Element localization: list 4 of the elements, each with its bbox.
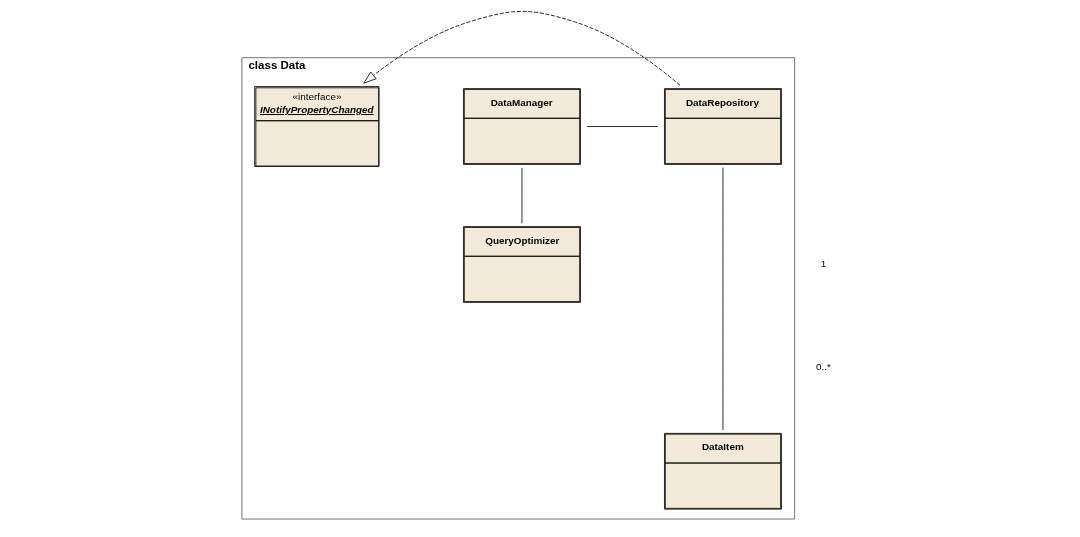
arrow [362, 11, 680, 86]
connector [586, 126, 658, 127]
label: 1 [820, 258, 826, 270]
label: 0..* [815, 361, 831, 373]
